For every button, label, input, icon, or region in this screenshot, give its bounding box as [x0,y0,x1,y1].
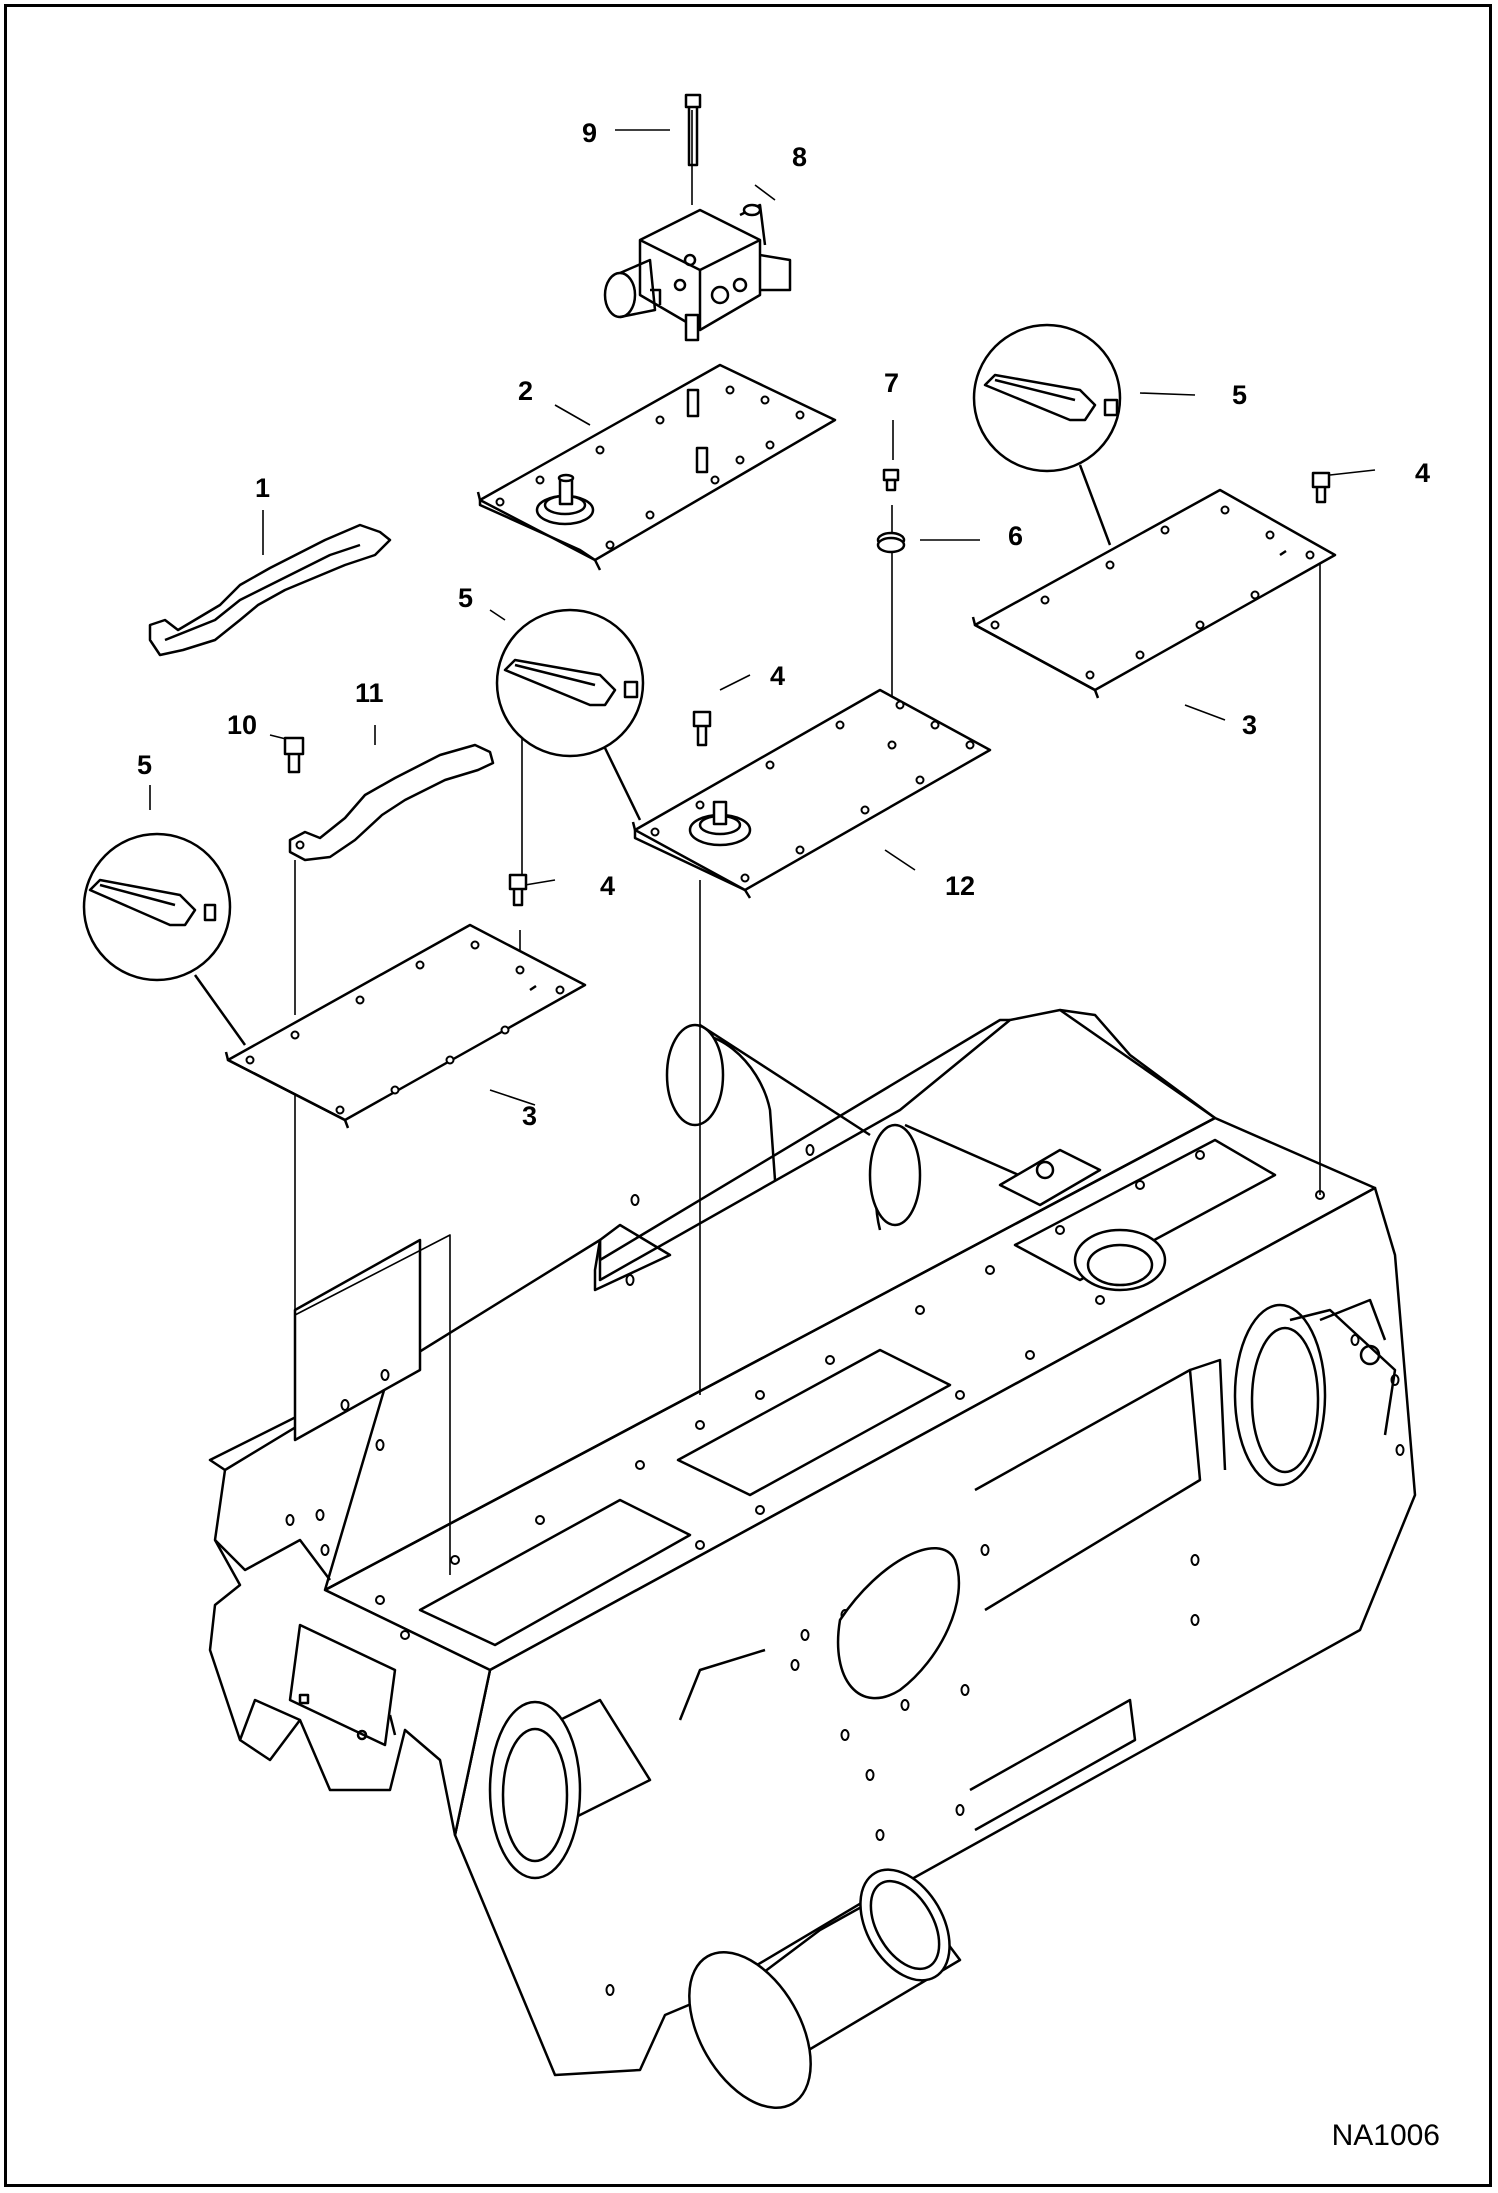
callout-3-right: 3 [1242,710,1258,740]
part-3-plate-left [224,923,587,1129]
callout-10: 10 [227,710,258,740]
callout-4-center: 4 [770,661,786,691]
part-5-sealant-left [82,832,247,1046]
callout-12: 12 [945,871,976,901]
callout-5-right: 5 [1232,380,1248,410]
part-1-bracket [148,523,392,657]
callout-1: 1 [255,473,271,503]
callout-4-right: 4 [1415,458,1431,488]
part-8-valve [603,203,792,342]
part-3-plate-right [971,488,1337,699]
part-2-plate [476,363,837,571]
axle-frame-housing [208,1008,1417,2109]
callout-5-center: 5 [458,583,474,613]
callout-leaders [149,129,1376,1106]
figure-id: NA1006 [1331,2119,1440,2152]
callout-4-left: 4 [600,871,616,901]
callout-3-left: 3 [522,1101,538,1131]
part-12-plate [631,688,992,899]
callout-8: 8 [792,142,808,172]
callout-11: 11 [355,678,384,708]
part-5-sealant-right [972,323,1122,546]
part-11-bracket [288,743,495,862]
part-4-bolts [508,471,1331,907]
callout-5-left: 5 [137,750,153,780]
part-9-bolt [684,93,702,167]
diagram-frame [4,4,1492,2187]
callout-2: 2 [518,376,534,406]
callout-6: 6 [1008,521,1024,551]
part-10-bolt [283,736,305,774]
part-6-grommet [876,531,906,554]
part-7-fitting [882,468,900,492]
callout-9: 9 [582,118,598,148]
part-5-sealant-center [495,608,645,821]
assembly-guide-lines [294,110,1321,1575]
callout-7: 7 [884,368,900,398]
